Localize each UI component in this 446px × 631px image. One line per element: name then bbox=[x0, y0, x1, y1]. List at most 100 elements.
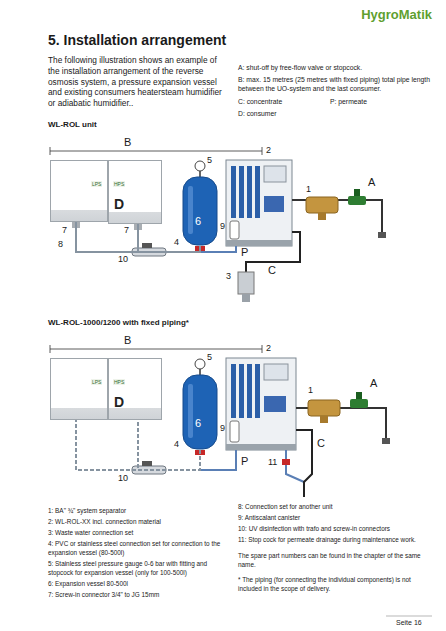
dimension-line bbox=[50, 349, 262, 350]
waste-water-set bbox=[238, 272, 254, 302]
uv-unit bbox=[142, 243, 152, 248]
parts-list-column: 8: Connection set for another unit 9: Ant… bbox=[238, 503, 432, 596]
callout-number: 4 bbox=[174, 238, 179, 247]
humidifier-unit: LPS bbox=[50, 160, 108, 222]
vessel-shape bbox=[188, 186, 193, 234]
ro-unit bbox=[264, 166, 286, 182]
callout-number: 9 bbox=[220, 424, 225, 433]
parts-list-item: 8: Connection set for another unit bbox=[238, 503, 432, 512]
key-note: C: concentrate bbox=[238, 98, 282, 107]
unit-tag: LPS bbox=[91, 181, 102, 187]
parts-list-item: 2: WL-ROL-XX incl. connection material bbox=[48, 518, 230, 527]
callout-number: 11 bbox=[268, 458, 277, 467]
expansion-vessel: 6 bbox=[182, 176, 218, 246]
ro-unit bbox=[255, 364, 260, 418]
antiscalant-canister bbox=[230, 221, 239, 442]
expansion-vessel: 6 bbox=[182, 374, 218, 450]
ro-unit bbox=[264, 196, 284, 212]
humidifier-unit: LPS bbox=[50, 358, 108, 420]
parts-list-item: 6: Expansion vessel 80-500l bbox=[48, 580, 230, 589]
callout-number: 8 bbox=[58, 240, 63, 249]
stop-valve bbox=[378, 232, 386, 238]
ro-unit bbox=[226, 444, 296, 450]
callout-number: 3 bbox=[226, 272, 231, 281]
parts-list-item: 3: Waste water connection set bbox=[48, 529, 230, 538]
callout-number: 9 bbox=[220, 222, 225, 231]
parts-list-item: 1: BA" ¾" system separator bbox=[48, 507, 230, 516]
callout-number: 10 bbox=[118, 474, 128, 483]
stop-valve bbox=[382, 438, 390, 444]
permeate-pipe bbox=[200, 246, 304, 482]
parts-list-item: 9: Antiscalant canister bbox=[238, 514, 432, 523]
pipe-connector bbox=[76, 420, 200, 470]
pressure-gauge bbox=[195, 161, 205, 171]
dimension-line bbox=[50, 151, 262, 152]
concentrate-pipe bbox=[296, 430, 312, 497]
waste-water-set bbox=[238, 272, 254, 294]
callout-number: 5 bbox=[207, 353, 212, 362]
ro-unit bbox=[226, 160, 292, 246]
figure-heading: WL-ROL-1000/1200 with fixed piping* bbox=[48, 318, 189, 328]
callout-letter: B bbox=[124, 137, 131, 148]
brand-logo: HygroMatik bbox=[361, 8, 432, 22]
callout-letter: C bbox=[317, 438, 325, 449]
footer-rule bbox=[386, 616, 432, 617]
key-note: D: consumer bbox=[238, 110, 277, 119]
callout-number: 2 bbox=[266, 146, 271, 155]
callout-number: 6 bbox=[195, 216, 201, 227]
ro-unit bbox=[239, 364, 244, 418]
callout-number: 1 bbox=[308, 386, 313, 395]
figure-heading: WL-ROL unit bbox=[48, 120, 97, 130]
callout-letter: D bbox=[114, 197, 124, 211]
parts-list-column: 1: BA" ¾" system separator 2: WL-ROL-XX i… bbox=[48, 507, 230, 602]
key-note: B: max. 15 metres (25 metres with fixed … bbox=[238, 76, 432, 94]
parts-list-item: 11: Stop cock for permeate drainage duri… bbox=[238, 536, 432, 545]
callout-letter: P bbox=[241, 247, 248, 258]
dimension-line bbox=[50, 147, 51, 155]
callout-number: 2 bbox=[266, 344, 271, 353]
parts-list-item: 4: PVC or stainless steel connection set… bbox=[48, 540, 230, 557]
ro-unit bbox=[264, 396, 286, 412]
callout-letter: C bbox=[268, 265, 276, 276]
callout-letter: B bbox=[124, 335, 131, 346]
permeate-pipe bbox=[200, 246, 236, 252]
ro-unit bbox=[239, 166, 244, 218]
ro-unit bbox=[247, 166, 252, 218]
unit-tag: LPS bbox=[91, 379, 102, 385]
humidifier-unit: HPSD bbox=[108, 358, 162, 420]
footnote-text: The spare part numbers can be found in t… bbox=[238, 552, 432, 569]
parts-list-item: 5: Stainless steel pressure gauge 0-6 ba… bbox=[48, 560, 230, 577]
ro-unit bbox=[231, 166, 236, 218]
callout-number: 10 bbox=[118, 255, 128, 264]
permeate-pipe bbox=[286, 450, 304, 482]
callout-number: 4 bbox=[174, 440, 179, 449]
footer-rule bbox=[386, 616, 432, 617]
page-number: Seite 16 bbox=[396, 619, 422, 627]
ro-unit bbox=[226, 240, 292, 246]
stop-valve bbox=[348, 189, 390, 444]
ro-unit bbox=[264, 364, 288, 380]
antiscalant-canister bbox=[230, 221, 239, 239]
callout-number: 5 bbox=[207, 156, 212, 165]
system-separator bbox=[308, 400, 340, 416]
stop-cock bbox=[282, 459, 290, 465]
system-separator bbox=[306, 197, 338, 213]
ro-unit bbox=[226, 358, 296, 450]
dimension-line bbox=[262, 345, 263, 353]
pressure-gauge bbox=[195, 359, 205, 369]
callout-number: 6 bbox=[195, 418, 201, 429]
parts-list-item: 10: UV disinfection with trafo and screw… bbox=[238, 525, 432, 534]
ro-unit bbox=[226, 160, 296, 450]
pressure-gauge bbox=[199, 171, 201, 177]
callout-letter: P bbox=[241, 456, 248, 467]
dimension-line bbox=[50, 345, 51, 353]
unit-tag: HPS bbox=[113, 181, 125, 187]
dimension-line bbox=[262, 147, 263, 155]
stop-valve bbox=[350, 399, 368, 408]
key-note: P: permeate bbox=[330, 98, 367, 107]
vessel-shape bbox=[182, 176, 218, 246]
vessel-shape bbox=[188, 384, 193, 438]
unit-tag: HPS bbox=[113, 379, 125, 385]
callout-number: 7 bbox=[124, 226, 129, 235]
permeate-pipe bbox=[200, 450, 236, 470]
